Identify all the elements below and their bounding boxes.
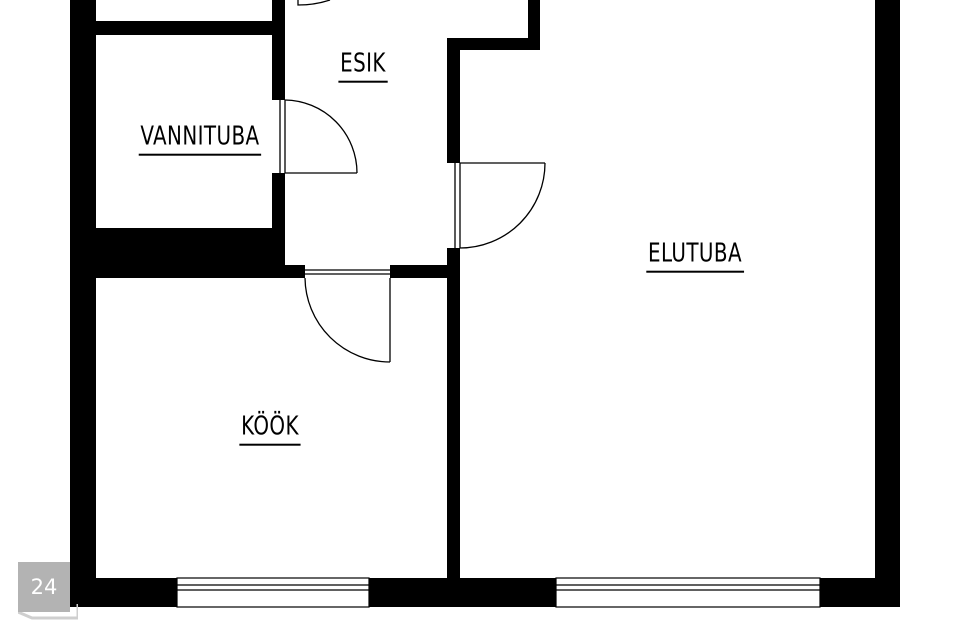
badge-fold-icon — [18, 604, 78, 620]
wall-left — [70, 0, 96, 607]
room-label-vannituba: VANNITUBA — [138, 123, 262, 156]
walls — [70, 0, 900, 607]
door-bathroom — [279, 99, 358, 174]
wall-top-left — [96, 21, 282, 35]
doors — [279, 0, 546, 363]
door-kitchen — [304, 269, 391, 363]
room-label-esik: ESIK — [338, 50, 388, 83]
wall-top-mid — [447, 38, 540, 50]
room-label-elutuba: ELUTUBA — [646, 240, 744, 273]
door-living-room — [454, 162, 546, 249]
wall-kitchen-top-left — [285, 265, 305, 278]
windows — [176, 577, 821, 608]
window-living — [555, 577, 821, 608]
wall-top-mid-vertical — [528, 0, 540, 50]
wall-bath-bottom — [96, 228, 285, 278]
wall-kitchen-top-right — [390, 265, 460, 278]
wall-esik-left-upper — [272, 0, 285, 100]
window-kitchen — [176, 577, 370, 608]
door-entrance — [297, 0, 331, 6]
wall-right — [875, 0, 900, 607]
room-label-kook: KÖÖK — [239, 413, 301, 446]
wall-living-left-upper — [447, 38, 460, 163]
page-number-badge: 24 — [18, 562, 70, 612]
wall-living-left-lower — [447, 248, 460, 578]
